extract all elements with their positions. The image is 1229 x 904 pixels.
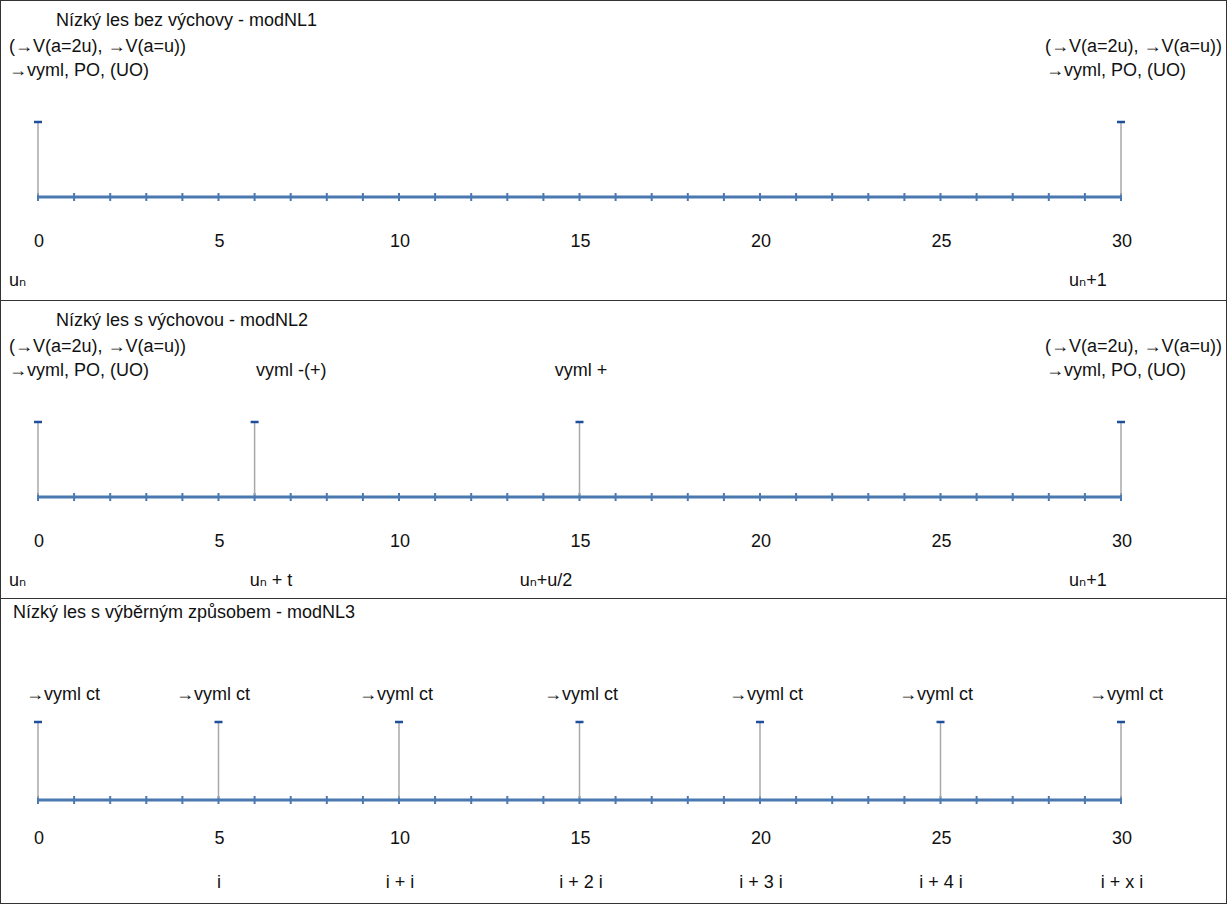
event-markers [34, 122, 1125, 798]
event-label: (→V(a=2u), →V(a=u)) [1045, 335, 1222, 357]
panel-title: Nízký les s výchovou - modNL2 [56, 309, 308, 331]
marker-dash [576, 721, 584, 724]
time-label: uₙ + t [250, 569, 293, 591]
time-label: i + 4 i [919, 871, 963, 893]
event-label: (→V(a=2u), →V(a=u)) [9, 335, 186, 357]
time-axis [38, 196, 1122, 199]
axis-number: 15 [570, 530, 590, 552]
marker-dash [1117, 721, 1125, 724]
axis-number: 25 [931, 230, 951, 252]
axis-number: 10 [390, 827, 410, 849]
marker-dash [756, 721, 764, 724]
axis-number: 0 [34, 530, 44, 552]
marker-line [940, 722, 942, 798]
event-label: →vyml ct [1089, 683, 1163, 705]
marker-line [1120, 722, 1122, 798]
time-label: uₙ [9, 269, 26, 291]
marker-dash [215, 721, 223, 724]
time-label: i + 3 i [739, 871, 783, 893]
axis-number: 25 [931, 827, 951, 849]
axis-number: 15 [570, 827, 590, 849]
axis-number: 25 [931, 530, 951, 552]
event-label: →vyml, PO, (UO) [1046, 359, 1186, 381]
timeline-panel: Nízký les s výchovou - modNL2 (→V(a=2u), … [0, 300, 1227, 599]
time-label: uₙ+1 [1069, 569, 1107, 591]
axis-number: 20 [751, 827, 771, 849]
marker-dash [34, 421, 42, 424]
marker-line [1120, 422, 1122, 495]
event-label: →vyml ct [26, 683, 100, 705]
event-label: →vyml ct [729, 683, 803, 705]
time-label: i + 2 i [559, 871, 603, 893]
axis-number: 5 [214, 530, 224, 552]
event-label: →vyml ct [544, 683, 618, 705]
panel-title: Nízký les bez výchovy - modNL1 [56, 9, 317, 31]
axis-ticks [38, 193, 1121, 804]
axis-number: 30 [1112, 230, 1132, 252]
timeline-panel: Nízký les s výběrným způsobem - modNL3 →v… [0, 598, 1227, 904]
marker-line [37, 122, 39, 195]
axis-number: 30 [1112, 827, 1132, 849]
axis-number: 10 [390, 230, 410, 252]
marker-line [398, 722, 400, 798]
axis-number: 20 [751, 530, 771, 552]
marker-line [37, 722, 39, 798]
marker-line [1120, 122, 1122, 195]
event-label: →vyml ct [899, 683, 973, 705]
marker-line [37, 422, 39, 495]
event-label: →vyml ct [176, 683, 250, 705]
marker-dash [1117, 421, 1125, 424]
axis-number: 0 [34, 827, 44, 849]
event-label: →vyml, PO, (UO) [9, 359, 149, 381]
timeline-panel: Nízký les bez výchovy - modNL1 (→V(a=2u),… [0, 0, 1227, 301]
marker-dash [576, 421, 584, 424]
time-label: i [217, 871, 221, 893]
event-label: (→V(a=2u), →V(a=u)) [1045, 35, 1222, 57]
marker-line [254, 422, 256, 495]
event-label: (→V(a=2u), →V(a=u)) [9, 35, 186, 57]
axis-number: 20 [751, 230, 771, 252]
axis-number: 0 [34, 230, 44, 252]
marker-dash [34, 121, 42, 124]
panel-title: Nízký les s výběrným způsobem - modNL3 [13, 601, 355, 623]
axis-number: 10 [390, 530, 410, 552]
axis-number: 15 [570, 230, 590, 252]
axis-lines [38, 197, 1122, 800]
marker-line [579, 422, 581, 495]
axis-number: 5 [214, 827, 224, 849]
time-label: uₙ [9, 569, 26, 591]
marker-line [218, 722, 220, 798]
axis-number: 30 [1112, 530, 1132, 552]
event-label: →vyml, PO, (UO) [1046, 59, 1186, 81]
marker-dash [937, 721, 945, 724]
marker-dash [1117, 121, 1125, 124]
event-label: vyml -(+) [256, 359, 327, 381]
event-label: →vyml ct [359, 683, 433, 705]
marker-dash [251, 421, 259, 424]
marker-dash [395, 721, 403, 724]
time-label: uₙ+1 [1069, 269, 1107, 291]
marker-line [759, 722, 761, 798]
marker-dash [34, 721, 42, 724]
axis-number: 5 [214, 230, 224, 252]
event-label: →vyml, PO, (UO) [9, 59, 149, 81]
time-axis [38, 496, 1122, 499]
event-label: vyml + [555, 359, 608, 381]
time-axis [38, 799, 1122, 802]
marker-line [579, 722, 581, 798]
time-label: uₙ+u/2 [520, 569, 573, 591]
time-label: i + i [386, 871, 415, 893]
time-label: i + x i [1101, 871, 1144, 893]
